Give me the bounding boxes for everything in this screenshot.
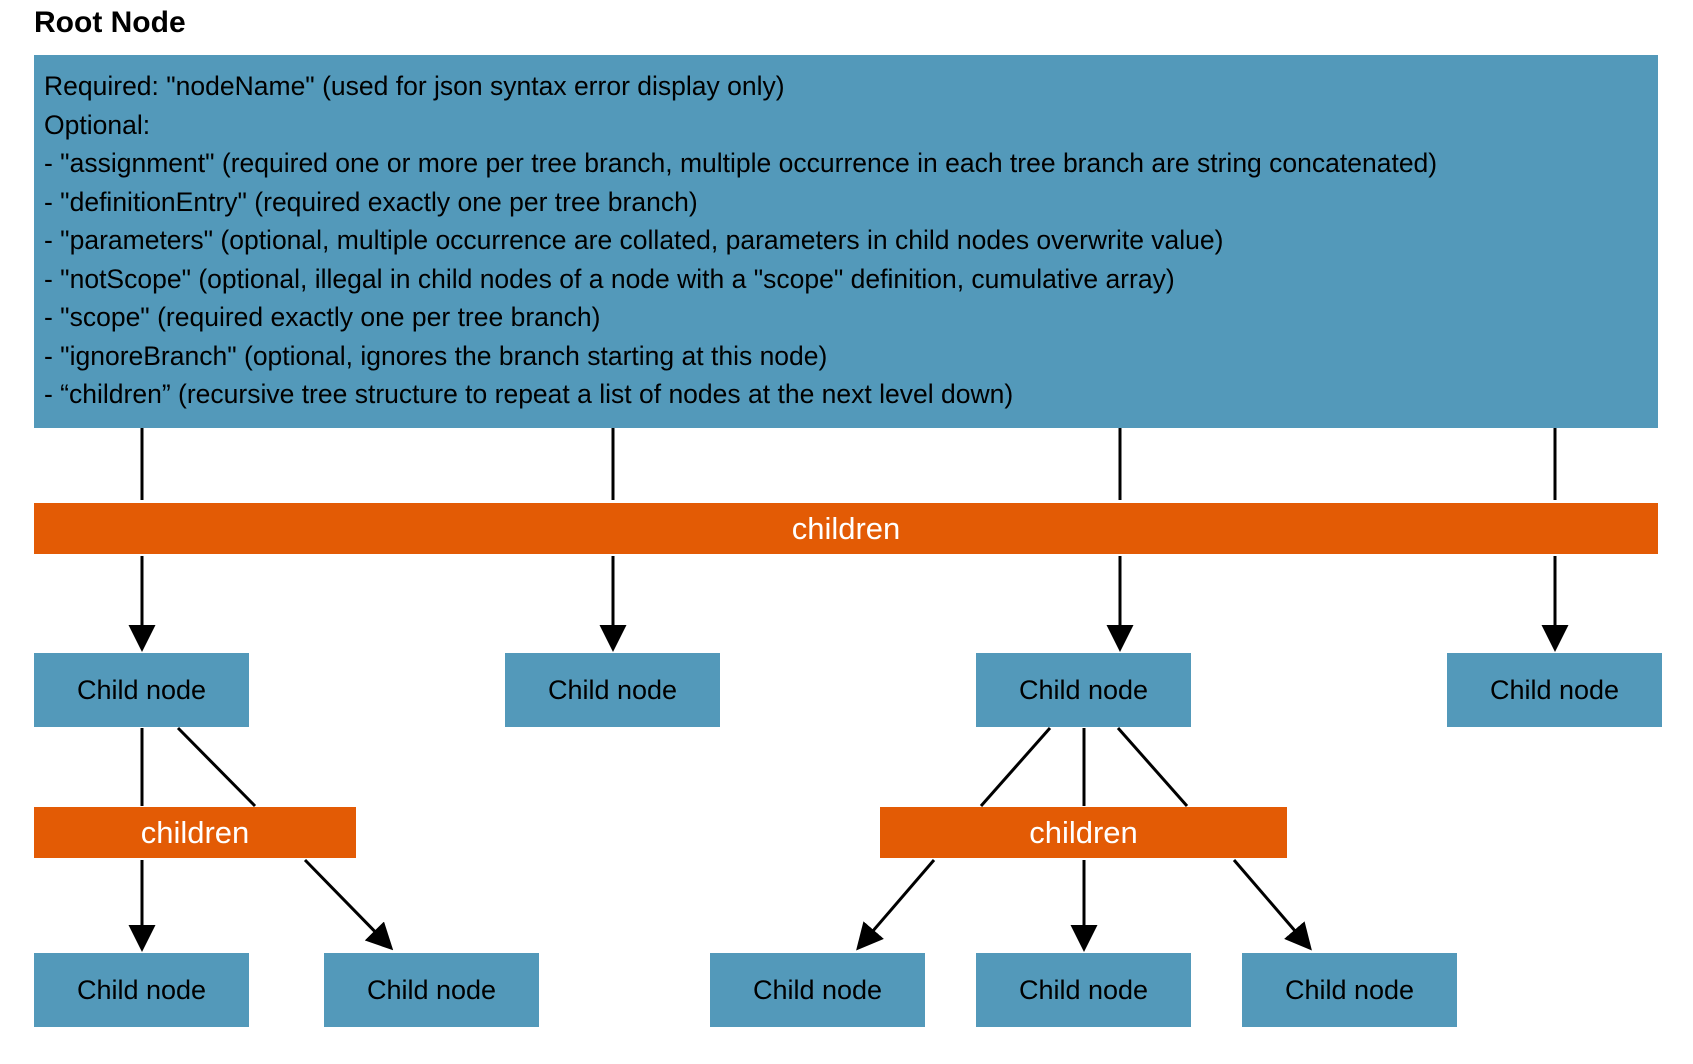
option-ignore-branch: - "ignoreBranch" (optional, ignores the … xyxy=(44,340,828,371)
required-line: Required: "nodeName" (used for json synt… xyxy=(44,71,785,101)
option-scope: - "scope" (required exactly one per tree… xyxy=(44,302,601,332)
child-node-l1-4: Child node xyxy=(1447,653,1662,727)
connector-left-node-to-bar-b xyxy=(176,726,257,808)
child-node-l2-right-3: Child node xyxy=(1242,953,1457,1027)
child-node-l1-2: Child node xyxy=(505,653,720,727)
child-node-l1-3: Child node xyxy=(976,653,1191,727)
connector-right-node-to-bar-a xyxy=(979,727,1052,807)
child-node-l2-right-2: Child node xyxy=(976,953,1191,1027)
child-node-l1-1: Child node xyxy=(34,653,249,727)
children-bar-left: children xyxy=(34,807,356,858)
connector-right-node-to-bar-c xyxy=(1116,727,1189,807)
child-node-l2-right-1: Child node xyxy=(710,953,925,1027)
arrow-left-bar-to-node-2 xyxy=(303,858,394,951)
arrow-right-bar-to-node-3 xyxy=(1232,859,1312,951)
arrow-right-bar-to-node-1 xyxy=(856,859,936,951)
root-node-title: Root Node xyxy=(34,6,186,39)
child-node-l2-left-1: Child node xyxy=(34,953,249,1027)
option-not-scope: - "notScope" (optional, illegal in child… xyxy=(44,263,1175,294)
option-assignment: - "assignment" (required one or more per… xyxy=(44,148,1438,178)
child-node-l2-left-2: Child node xyxy=(324,953,539,1027)
option-parameters: - "parameters" (optional, multiple occur… xyxy=(44,225,1224,255)
option-children: - “children” (recursive tree structure t… xyxy=(44,379,1014,409)
root-node-box: Required: "nodeName" (used for json synt… xyxy=(34,55,1658,428)
children-bar-top: children xyxy=(34,503,1658,554)
option-definition-entry: - "definitionEntry" (required exactly on… xyxy=(44,186,698,217)
optional-heading: Optional: xyxy=(44,109,151,140)
children-bar-right: children xyxy=(880,807,1287,858)
